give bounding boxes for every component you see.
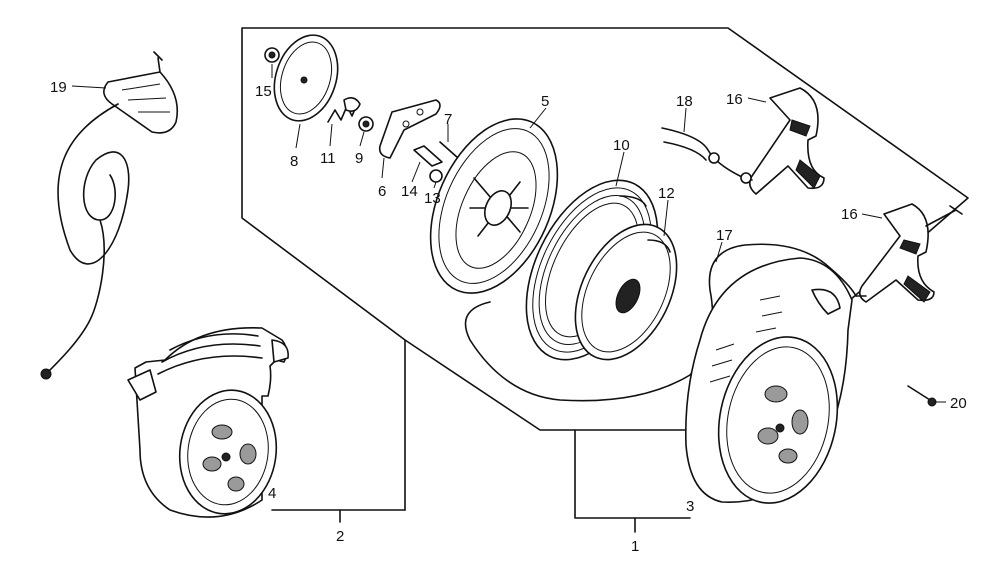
callout-16-upper: 16 xyxy=(726,91,743,108)
callout-2: 2 xyxy=(336,528,344,545)
bolt-20 xyxy=(907,385,937,407)
rope-handle-16-upper xyxy=(748,87,825,195)
callout-17: 17 xyxy=(716,227,733,244)
callout-labels: 1 2 3 4 5 6 7 8 9 10 11 12 13 14 15 16 1… xyxy=(50,79,967,555)
washer-9 xyxy=(358,116,374,132)
callout-18: 18 xyxy=(676,93,693,110)
bracket-lines xyxy=(271,429,691,533)
spring-case-12 xyxy=(574,223,678,361)
callout-20: 20 xyxy=(950,395,967,412)
complete-starter-left xyxy=(127,326,289,518)
rope-handle-16-lower xyxy=(855,203,963,303)
callout-13: 13 xyxy=(424,190,441,207)
callout-1: 1 xyxy=(631,538,639,555)
callout-10: 10 xyxy=(613,137,630,154)
callout-15: 15 xyxy=(255,83,272,100)
callout-9: 9 xyxy=(355,150,363,167)
leader-lines xyxy=(71,64,946,403)
nut-15 xyxy=(264,47,280,63)
spring-13 xyxy=(429,169,443,183)
callout-12: 12 xyxy=(658,185,675,202)
starter-grip-with-rope xyxy=(40,51,179,380)
callout-3: 3 xyxy=(686,498,694,515)
rope-18 xyxy=(661,127,753,184)
callout-6: 6 xyxy=(378,183,386,200)
callout-8: 8 xyxy=(290,153,298,170)
return-spring-11 xyxy=(327,96,361,123)
starter-case-3 xyxy=(684,257,853,504)
callout-7: 7 xyxy=(444,111,452,128)
ratchet-pawl-6 xyxy=(378,99,441,159)
callout-4: 4 xyxy=(268,485,276,502)
callout-5: 5 xyxy=(541,93,549,110)
pin-7 xyxy=(439,141,459,159)
starter-reel-5 xyxy=(429,118,559,294)
callout-11: 11 xyxy=(320,150,336,167)
callout-19: 19 xyxy=(50,79,67,96)
callout-16-lower: 16 xyxy=(841,206,858,223)
friction-plate-8 xyxy=(273,34,339,122)
guide-pin-14 xyxy=(413,145,443,167)
callout-14: 14 xyxy=(401,183,418,200)
